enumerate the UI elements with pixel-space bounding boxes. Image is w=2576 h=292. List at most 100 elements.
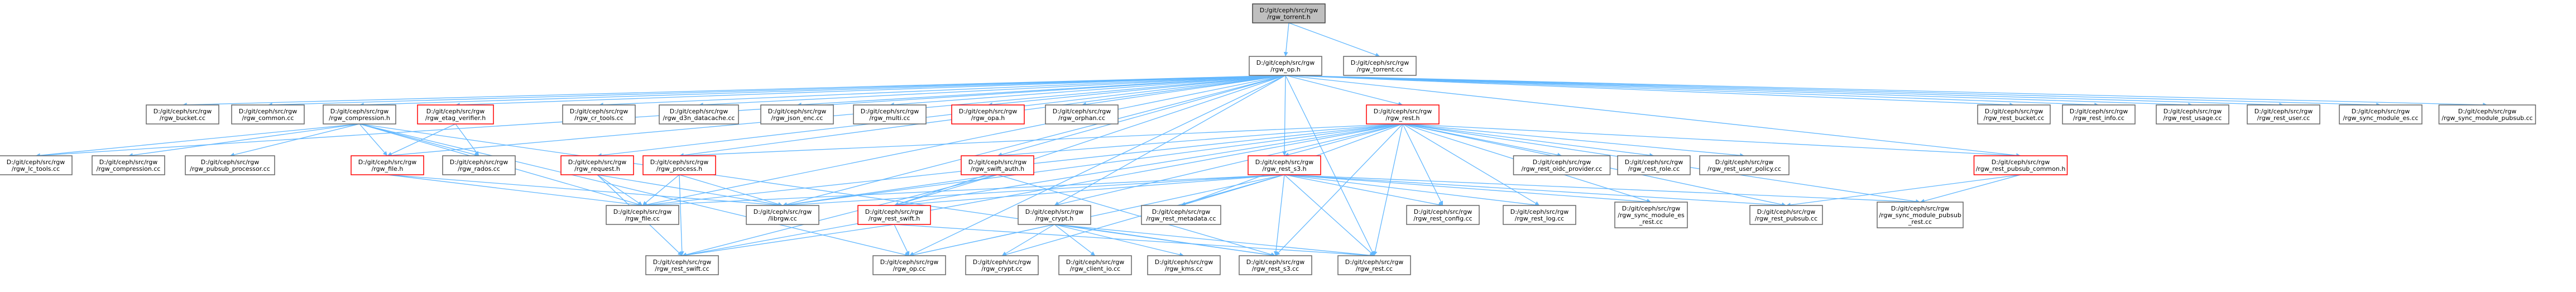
node-box xyxy=(853,104,927,125)
edge-rest-h-to-rest-s3-h xyxy=(1284,123,1403,157)
edge-op-h-to-sync-module-es-cc xyxy=(1285,75,2381,107)
node-box xyxy=(1018,205,1091,225)
edge-rest-swift-h-to-op-cc xyxy=(894,224,910,256)
edge xyxy=(1285,75,2381,107)
node-box xyxy=(0,155,73,175)
edge xyxy=(1054,224,1096,256)
node-torrent-cc[interactable]: D:/git/ceph/src/rgw/rgw_torrent.cc xyxy=(1343,56,1417,76)
edge-rest-pubsub-common-h-to-rest-pubsub-cc xyxy=(1786,174,2021,207)
node-rest-swift-h[interactable]: D:/git/ceph/src/rgw/rgw_rest_swift.h xyxy=(857,205,931,225)
node-orphan-cc[interactable]: D:/git/ceph/src/rgw/rgw_orphan.cc xyxy=(1045,104,1119,125)
nodes-layer: D:/git/ceph/src/rgw/rgw_torrent.hD:/git/… xyxy=(0,3,2536,275)
node-common-cc[interactable]: D:/git/ceph/src/rgw/rgw_common.cc xyxy=(231,104,305,125)
node-librgw-cc[interactable]: D:/git/ceph/src/rgw/librgw.cc xyxy=(746,205,819,225)
node-box xyxy=(1749,205,1823,225)
node-box xyxy=(351,155,424,175)
node-rest-user-policy-cc[interactable]: D:/git/ceph/src/rgw/rgw_rest_user_policy… xyxy=(1699,155,1790,175)
node-cr-tools-cc[interactable]: D:/git/ceph/src/rgw/rgw_cr_tools.cc xyxy=(562,104,636,125)
node-rest-role-cc[interactable]: D:/git/ceph/src/rgw/rgw_rest_role.cc xyxy=(1617,155,1691,175)
node-box xyxy=(1141,205,1221,225)
node-label-line: D:/git/ceph/src/rgw xyxy=(754,208,812,216)
edge-op-h-to-common-cc xyxy=(267,75,1286,107)
edge-torrent-h-to-torrent-cc xyxy=(1288,22,1380,57)
edge xyxy=(679,123,1403,158)
node-rados-cc[interactable]: D:/git/ceph/src/rgw/rgw_rados.cc xyxy=(442,155,516,175)
node-label-line: /rgw_rest_user_policy.cc xyxy=(1707,165,1781,173)
node-box xyxy=(1248,155,1321,175)
edge xyxy=(642,75,1286,207)
node-rest-info-cc[interactable]: D:/git/ceph/src/rgw/rgw_rest_info.cc xyxy=(2062,104,2136,125)
node-label-line: D:/git/ceph/src/rgw xyxy=(865,208,924,216)
node-label-line: /rgw_pubsub_processor.cc xyxy=(190,165,270,173)
node-json-enc-cc[interactable]: D:/git/ceph/src/rgw/rgw_json_enc.cc xyxy=(760,104,834,125)
edge xyxy=(889,75,1286,107)
node-crypt-h[interactable]: D:/git/ceph/src/rgw/rgw_crypt.h xyxy=(1018,205,1091,225)
node-compression-cc[interactable]: D:/git/ceph/src/rgw/rgw_compression.cc xyxy=(92,155,165,175)
node-label-line: /rgw_rest_user.cc xyxy=(2257,114,2310,122)
edge-crypt-h-to-rest-cc xyxy=(1054,224,1375,258)
node-label-line: /rgw_rest_usage.cc xyxy=(2164,114,2222,122)
node-rest-s3-h[interactable]: D:/git/ceph/src/rgw/rgw_rest_s3.h xyxy=(1248,155,1321,175)
node-compression-h[interactable]: D:/git/ceph/src/rgw/rgw_compression.h xyxy=(323,104,396,125)
node-pubsub-push-cc[interactable]: D:/git/ceph/src/rgw/rgw_pubsub_processor… xyxy=(185,155,275,175)
node-multi-cc[interactable]: D:/git/ceph/src/rgw/rgw_multi.cc xyxy=(853,104,927,125)
node-swift-auth-h[interactable]: D:/git/ceph/src/rgw/rgw_swift_auth.h xyxy=(961,155,1034,175)
edge-swift-auth-h-to-rest-swift-cc xyxy=(682,174,998,257)
edge-rest-h-to-rest-s3-cc xyxy=(1275,123,1403,256)
node-rest-user-cc[interactable]: D:/git/ceph/src/rgw/rgw_rest_user.cc xyxy=(2247,104,2320,125)
node-rest-s3-cc[interactable]: D:/git/ceph/src/rgw/rgw_rest_s3.cc xyxy=(1239,255,1312,275)
node-label-line: D:/git/ceph/src/rgw xyxy=(1625,159,1683,166)
node-request-h[interactable]: D:/git/ceph/src/rgw/rgw_request.h xyxy=(560,155,634,175)
node-sync-module-es-cc[interactable]: D:/git/ceph/src/rgw/rgw_sync_module_es.c… xyxy=(2339,104,2423,125)
node-opa-h[interactable]: D:/git/ceph/src/rgw/rgw_opa.h xyxy=(951,104,1025,125)
node-crypt-cc[interactable]: D:/git/ceph/src/rgw/rgw_crypt.cc xyxy=(965,255,1039,275)
node-label-line: D:/git/ceph/src/rgw xyxy=(330,108,389,115)
edge xyxy=(359,123,479,157)
node-box xyxy=(2062,104,2136,125)
node-sync-module-pubsub-rest-cc[interactable]: D:/git/ceph/src/rgw/rgw_sync_module_pubs… xyxy=(1877,202,1964,228)
edge xyxy=(909,224,1055,257)
node-rest-metadata-cc[interactable]: D:/git/ceph/src/rgw/rgw_rest_metadata.cc xyxy=(1141,205,1221,225)
edge xyxy=(359,123,1276,257)
node-box xyxy=(965,255,1039,275)
edge xyxy=(642,174,1285,208)
node-rest-usage-cc[interactable]: D:/git/ceph/src/rgw/rgw_rest_usage.cc xyxy=(2156,104,2229,125)
node-rest-pubsub-common-h[interactable]: D:/git/ceph/src/rgw/rgw_rest_pubsub_comm… xyxy=(1973,155,2068,175)
node-label-line: D:/git/ceph/src/rgw xyxy=(2070,108,2128,115)
node-rest-pubsub-cc[interactable]: D:/git/ceph/src/rgw/rgw_rest_pubsub.cc xyxy=(1749,205,1823,225)
node-rest-log-cc[interactable]: D:/git/ceph/src/rgw/rgw_rest_log.cc xyxy=(1503,205,1576,225)
node-label-line: D:/git/ceph/src/rgw xyxy=(2254,108,2313,115)
node-box xyxy=(2156,104,2229,125)
node-torrent-h[interactable]: D:/git/ceph/src/rgw/rgw_torrent.h xyxy=(1252,3,1326,23)
node-rest-config-cc[interactable]: D:/git/ceph/src/rgw/rgw_rest_config.cc xyxy=(1406,205,1480,225)
edge xyxy=(909,75,1286,256)
node-lc-tools-cc[interactable]: D:/git/ceph/src/rgw/rgw_lc_tools.cc xyxy=(0,155,73,175)
node-label-line: D:/git/ceph/src/rgw xyxy=(1757,208,1816,216)
node-label-line: /librgw.cc xyxy=(768,215,797,222)
node-box xyxy=(92,155,165,175)
node-label-line: /rgw_rest_role.cc xyxy=(1628,165,1680,173)
node-iam-policy-cc[interactable]: D:/git/ceph/src/rgw/rgw_rest_oidc_provid… xyxy=(1513,155,1611,175)
node-kms-cc[interactable]: D:/git/ceph/src/rgw/rgw_kms.cc xyxy=(1147,255,1221,275)
node-process-h[interactable]: D:/git/ceph/src/rgw/rgw_process.h xyxy=(642,155,716,175)
node-box xyxy=(1699,155,1790,175)
node-bucket-cc[interactable]: D:/git/ceph/src/rgw/rgw_bucket.cc xyxy=(146,104,219,125)
node-d3n-cc[interactable]: D:/git/ceph/src/rgw/rgw_d3n_datacache.cc xyxy=(659,104,739,125)
node-rest-bucket-cc[interactable]: D:/git/ceph/src/rgw/rgw_rest_bucket.cc xyxy=(1977,104,2051,125)
node-client-io-cc[interactable]: D:/git/ceph/src/rgw/rgw_client_io.cc xyxy=(1058,255,1132,275)
node-file-cc[interactable]: D:/git/ceph/src/rgw/rgw_file.cc xyxy=(606,205,679,225)
edge xyxy=(894,174,1285,208)
node-etag-verifier-h[interactable]: D:/git/ceph/src/rgw/rgw_etag_verifier.h xyxy=(417,104,494,125)
node-sync-module-pubsub-cc[interactable]: D:/git/ceph/src/rgw/rgw_sync_module_pubs… xyxy=(2438,104,2536,125)
edge xyxy=(894,123,1403,207)
node-op-h[interactable]: D:/git/ceph/src/rgw/rgw_op.h xyxy=(1249,56,1322,76)
node-box xyxy=(642,155,716,175)
node-sync-module-es-rest-cc[interactable]: D:/git/ceph/src/rgw/rgw_sync_module_es_r… xyxy=(1614,202,1688,228)
node-rest-swift-cc[interactable]: D:/git/ceph/src/rgw/rgw_rest_swift.cc xyxy=(645,255,719,275)
node-rest-h[interactable]: D:/git/ceph/src/rgw/rgw_rest.h xyxy=(1366,104,1440,125)
node-file-h[interactable]: D:/git/ceph/src/rgw/rgw_file.h xyxy=(351,155,424,175)
node-rest-cc[interactable]: D:/git/ceph/src/rgw/rgw_rest.cc xyxy=(1337,255,1411,275)
node-label-line: /rgw_rest_metadata.cc xyxy=(1146,215,1216,222)
node-op-cc[interactable]: D:/git/ceph/src/rgw/rgw_op.cc xyxy=(872,255,946,275)
node-label-line: /rgw_json_enc.cc xyxy=(771,114,823,122)
